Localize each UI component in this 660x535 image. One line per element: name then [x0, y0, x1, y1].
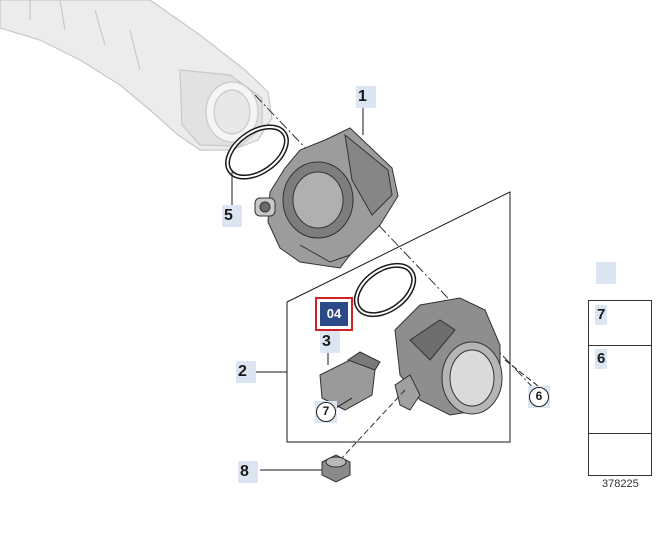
diagram-reference-number: 378225 — [602, 478, 639, 490]
callout-part-8[interactable]: 8 — [238, 461, 258, 483]
throttle-position-sensor — [319, 351, 381, 411]
o-ring-seal-upper — [225, 124, 289, 180]
side-panel-row-screw-long[interactable]: 6 — [589, 345, 651, 434]
hardware-side-panel: 7 6 — [588, 300, 652, 476]
leader-line-6 — [504, 359, 539, 387]
callout-circled-6-label: 6 — [535, 389, 543, 403]
side-panel-row-arrow — [589, 433, 651, 475]
hex-bolt — [321, 454, 351, 483]
throttle-valve-assembly — [394, 297, 503, 416]
intake-manifold — [0, 0, 273, 151]
callout-circled-6[interactable]: 6 — [529, 387, 549, 407]
callout-part-5[interactable]: 5 — [222, 205, 242, 227]
throttle-body-housing — [254, 127, 399, 269]
side-panel-row-1-label: 7 — [595, 305, 608, 325]
callout-circled-7[interactable]: 7 — [316, 402, 336, 422]
callout-part-3[interactable]: 3 — [320, 331, 340, 353]
side-panel-row-screw-short[interactable]: 7 — [589, 301, 651, 346]
callout-part-8-label: 8 — [240, 463, 249, 480]
selected-part-tag[interactable]: 04 — [315, 297, 353, 331]
callout-part-5-label: 5 — [224, 207, 233, 224]
o-ring-seal-lower — [353, 262, 417, 318]
callout-part-2[interactable]: 2 — [236, 361, 256, 383]
callout-empty-box[interactable] — [596, 262, 616, 284]
callout-part-3-label: 3 — [322, 333, 331, 350]
callout-part-1[interactable]: 1 — [356, 86, 376, 108]
callout-part-1-label: 1 — [358, 88, 367, 105]
side-panel-row-2-label: 6 — [595, 349, 608, 369]
leader-line-7 — [335, 397, 353, 409]
connector-line-8 — [339, 389, 406, 461]
assembly-bracket-frame — [286, 191, 511, 443]
callout-circled-7-label: 7 — [322, 404, 330, 418]
selected-part-tag-label: 04 — [320, 302, 348, 326]
callout-part-2-label: 2 — [238, 363, 247, 380]
